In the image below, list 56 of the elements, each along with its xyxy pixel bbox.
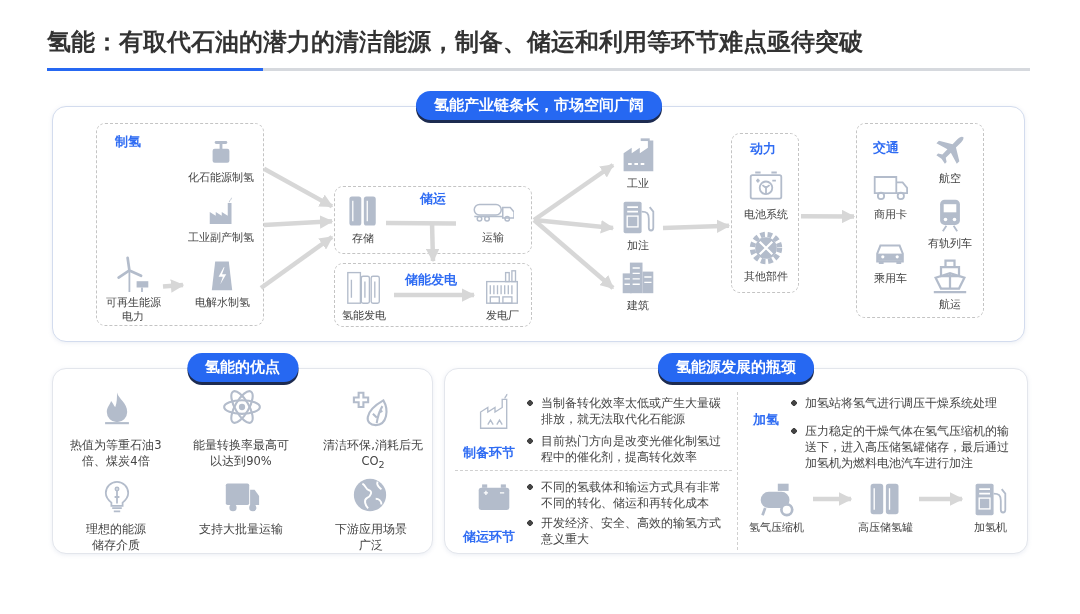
item-label: 高压储氢罐 bbox=[857, 521, 913, 535]
group-title: 交通 bbox=[873, 139, 899, 157]
item-label: 氢气压缩机 bbox=[748, 521, 804, 535]
section-banner: 氢能源发展的瓶颈 bbox=[658, 353, 814, 383]
connector-line bbox=[386, 220, 456, 226]
item-label: 化石能源制氢 bbox=[188, 171, 254, 185]
dashed-group-box bbox=[334, 186, 532, 254]
advantage-text: 热值为等重石油3倍、煤炭4倍 bbox=[69, 437, 163, 469]
item-label: 加氢机 bbox=[973, 521, 1007, 535]
item-label: 可再生能源电力 bbox=[105, 296, 161, 324]
group-title: 动力 bbox=[750, 140, 776, 158]
dashed-group-box bbox=[731, 133, 799, 293]
dashed-group-box bbox=[856, 123, 984, 318]
arrow bbox=[394, 288, 476, 302]
group-title: 储能发电 bbox=[405, 271, 457, 289]
arrow bbox=[162, 279, 185, 293]
advantage-text: 下游应用场景广泛 bbox=[334, 521, 408, 553]
item-label: 建筑 bbox=[627, 299, 649, 313]
arrow bbox=[662, 219, 731, 233]
arrow bbox=[259, 235, 334, 290]
item-label: 有轨列车 bbox=[928, 237, 972, 251]
item-label: 电解水制氢 bbox=[194, 296, 250, 310]
section-heading: 加氢 bbox=[753, 412, 779, 428]
item-label: 加注 bbox=[627, 239, 649, 253]
section-heading: 制备环节 bbox=[463, 445, 515, 461]
advantage-text: 支持大批量运输 bbox=[198, 521, 284, 537]
arrow bbox=[813, 492, 853, 506]
dashed-group-box bbox=[96, 123, 264, 326]
arrow bbox=[262, 166, 334, 209]
section-heading: 储运环节 bbox=[463, 529, 515, 545]
item-label: 工业 bbox=[627, 177, 649, 191]
section-banner: 氢能产业链条长，市场空间广阔 bbox=[415, 91, 662, 121]
page-title: 氢能：有取代石油的潜力的清洁能源，制备、储运和利用等环节难点亟待突破 bbox=[47, 27, 863, 58]
item-label: 其他部件 bbox=[744, 270, 788, 284]
arrow bbox=[532, 218, 615, 290]
arrow bbox=[532, 163, 615, 222]
item-label: 乘用车 bbox=[873, 272, 907, 286]
advantage-text: 清洁环保,消耗后无CO$_{2}$ bbox=[323, 437, 423, 473]
item-label: 发电厂 bbox=[485, 309, 519, 323]
item-label: 氢能发电 bbox=[342, 309, 386, 323]
advantage-text: 理想的能源储存介质 bbox=[85, 521, 147, 553]
section-banner: 氢能的优点 bbox=[187, 353, 298, 383]
advantage-text: 能量转换率最高可以达到90% bbox=[192, 437, 290, 469]
item-label: 商用卡 bbox=[873, 208, 907, 222]
item-label: 航空 bbox=[939, 172, 961, 186]
dashed-group-box bbox=[334, 263, 532, 327]
arrow bbox=[919, 492, 964, 506]
item-label: 航运 bbox=[939, 298, 961, 312]
group-title: 制氢 bbox=[115, 133, 141, 151]
item-label: 运输 bbox=[482, 231, 504, 245]
arrow bbox=[801, 209, 856, 224]
item-label: 存储 bbox=[352, 232, 374, 246]
group-title: 储运 bbox=[420, 190, 446, 208]
item-label: 工业副产制氢 bbox=[188, 231, 254, 245]
item-label: 电池系统 bbox=[744, 208, 788, 222]
arrow bbox=[263, 215, 334, 229]
